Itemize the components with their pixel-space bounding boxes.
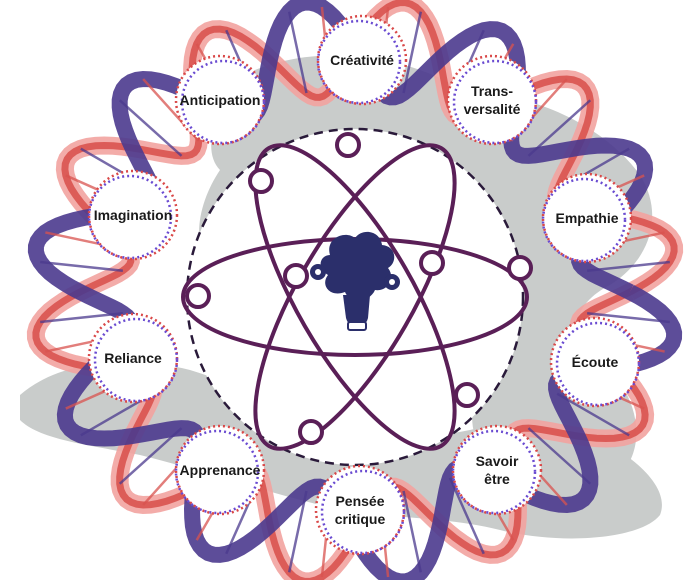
helix-rung [448, 477, 485, 555]
node-fill [543, 174, 631, 262]
node-apprenance: Apprenance [174, 424, 266, 516]
node-label: Empathie [555, 210, 618, 226]
node-label: Apprenance [180, 462, 261, 478]
node-label: Écoute [572, 354, 619, 370]
electron [419, 250, 445, 276]
node-label: Imagination [94, 207, 173, 223]
helix-rung [287, 490, 308, 573]
node-label: Anticipation [180, 92, 261, 108]
node-transversalite: Trans-versalité [446, 54, 538, 146]
node-ring-blue [555, 321, 641, 407]
node-imagination: Imagination [87, 169, 179, 261]
helix-rung [556, 392, 630, 437]
node-ring-blue [180, 59, 266, 145]
node-ring-red [174, 424, 266, 516]
node-ring-blue [93, 317, 179, 403]
node-creativite: Créativité [316, 14, 408, 106]
node-label: Trans-versalité [464, 83, 521, 117]
lightbulb-shape [343, 295, 370, 328]
node-fill [89, 171, 177, 259]
node-label: Reliance [104, 350, 162, 366]
helix-rung [287, 11, 308, 94]
competence-nodes: CréativitéTrans-versalitéEmpathieÉcouteS… [87, 14, 641, 556]
node-ring-blue [541, 177, 627, 263]
node-ring-blue [452, 59, 538, 145]
helix-rung [527, 427, 592, 485]
electron [283, 263, 309, 289]
node-ecoute: Écoute [549, 316, 641, 408]
electron [507, 255, 533, 281]
node-fill [316, 466, 404, 554]
electron [248, 168, 274, 194]
helix-rung [527, 99, 592, 157]
electron [454, 382, 480, 408]
node-ring-red [451, 424, 543, 516]
helix-rung [40, 312, 123, 324]
brain-gears-lightbulb-icon [310, 231, 400, 331]
helix-rung [118, 99, 183, 157]
gear-hub [315, 269, 321, 275]
node-anticipation: Anticipation [174, 54, 266, 146]
node-ring-blue [451, 429, 537, 515]
node-fill [176, 56, 264, 144]
node-ring-blue [174, 429, 260, 515]
node-fill [551, 318, 639, 406]
node-empathie: Empathie [541, 172, 633, 264]
node-ring-red [87, 169, 179, 261]
node-ring-red [316, 14, 408, 106]
node-fill [448, 56, 536, 144]
node-reliance: Reliance [87, 312, 179, 404]
helix-rung [118, 427, 183, 485]
node-fill [453, 426, 541, 514]
node-ring-blue [87, 174, 173, 260]
helix-rung [402, 11, 423, 94]
electron [298, 419, 324, 445]
node-fill [176, 426, 264, 514]
atom-orbit [253, 143, 457, 451]
helix-rung [40, 260, 123, 272]
lightbulb-base [347, 321, 367, 331]
node-ring-blue [320, 469, 406, 555]
electron [335, 132, 361, 158]
electron [185, 283, 211, 309]
brain-shape [320, 231, 395, 301]
node-fill [89, 314, 177, 402]
node-ring-red [541, 172, 633, 264]
gear-hub [389, 279, 395, 285]
node-label: Créativité [330, 52, 394, 68]
helix-rung [402, 490, 423, 573]
helix-rung [587, 312, 670, 324]
helix-rung [587, 260, 670, 272]
node-fill [318, 16, 406, 104]
node-ring-blue [316, 19, 402, 105]
